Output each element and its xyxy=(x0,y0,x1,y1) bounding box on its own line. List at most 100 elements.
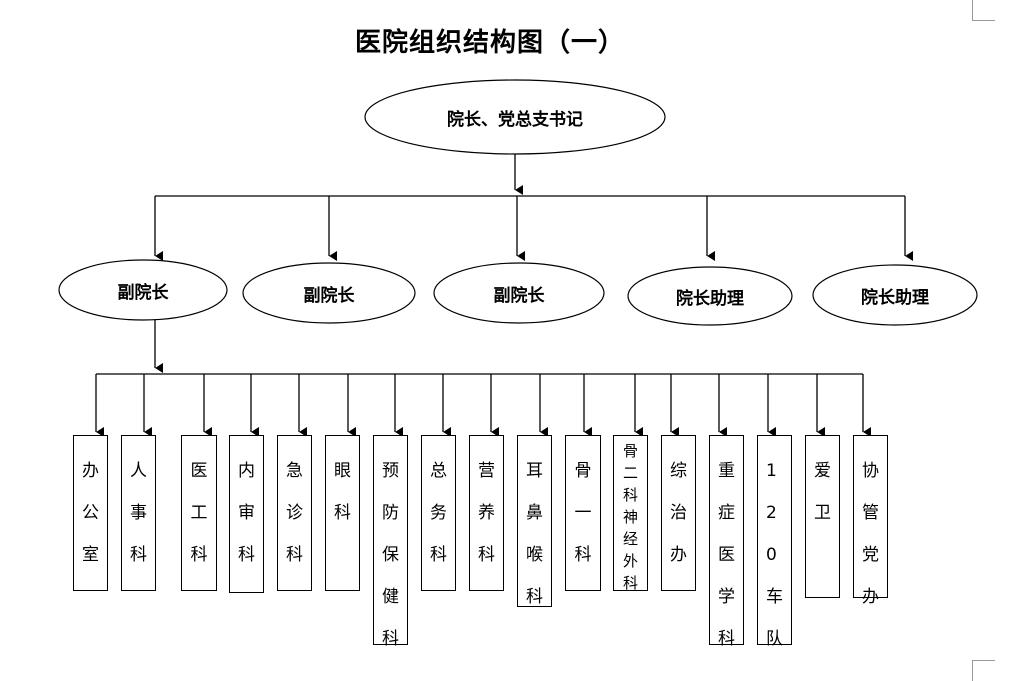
department-char: 症 xyxy=(718,503,735,523)
second-level-node-ellipse-3 xyxy=(433,262,605,324)
department-label-13: 综治办 xyxy=(670,450,687,576)
department-char: 0 xyxy=(766,545,777,565)
department-char: 科 xyxy=(574,545,592,565)
department-char: 车 xyxy=(766,587,783,607)
department-label-6: 眼科 xyxy=(334,450,351,534)
department-char: 科 xyxy=(286,545,303,565)
department-label-11: 骨一科 xyxy=(575,450,592,576)
department-label-17: 协管党办 xyxy=(862,450,879,618)
department-box-13: 综治办 xyxy=(661,435,696,591)
department-char: 喉 xyxy=(526,545,543,565)
department-box-17: 协管党办 xyxy=(853,435,888,607)
department-char: 办 xyxy=(862,587,879,607)
department-char: 科 xyxy=(622,486,638,504)
department-char: 防 xyxy=(382,503,399,523)
department-char: 综 xyxy=(670,461,687,481)
department-label-16: 爱卫 xyxy=(814,450,831,534)
department-char: 2 xyxy=(766,503,777,523)
department-char: 外 xyxy=(622,552,638,570)
department-char: 科 xyxy=(526,587,543,607)
department-box-1: 办公室 xyxy=(73,435,108,591)
department-label-7: 预防保健科 xyxy=(382,450,399,660)
department-char: 神 xyxy=(622,508,638,526)
second-level-node-label-4: 院长助理 xyxy=(676,288,744,309)
department-label-12: 骨二科神经外科 xyxy=(623,440,638,594)
department-char: 务 xyxy=(430,503,447,523)
department-char: 营 xyxy=(478,461,495,481)
department-char: 骨 xyxy=(574,461,592,481)
department-char: 学 xyxy=(718,587,735,607)
department-box-10: 耳鼻喉科 xyxy=(517,435,552,607)
department-char: 人 xyxy=(130,461,147,481)
department-char: 科 xyxy=(238,545,255,565)
department-label-2: 人事科 xyxy=(130,450,147,576)
department-box-11: 骨一科 xyxy=(565,435,601,591)
department-box-2: 人事科 xyxy=(121,435,156,591)
department-char: 预 xyxy=(382,461,399,481)
department-label-9: 营养科 xyxy=(478,450,495,576)
department-char: 公 xyxy=(82,503,99,523)
department-box-14: 重症医学科 xyxy=(709,435,744,649)
department-char: 二 xyxy=(622,464,638,482)
department-char: 总 xyxy=(430,461,447,481)
department-char: 科 xyxy=(382,629,399,649)
top-node-label: 院长、党总支书记 xyxy=(447,109,583,130)
department-char: 事 xyxy=(130,503,147,523)
department-label-3: 医工科 xyxy=(191,450,208,576)
department-char: 工 xyxy=(190,503,208,523)
second-level-node-ellipse-1 xyxy=(58,259,228,321)
department-char: 1 xyxy=(766,461,777,481)
second-level-node-label-1: 副院长 xyxy=(117,282,169,303)
department-char: 医 xyxy=(190,461,208,481)
department-char: 科 xyxy=(622,574,638,592)
second-level-node-ellipse-4 xyxy=(627,266,793,326)
department-box-4: 内审科 xyxy=(229,435,264,593)
department-char: 急 xyxy=(286,461,303,481)
department-char: 室 xyxy=(82,545,99,565)
department-char: 骨 xyxy=(622,442,638,460)
department-char: 耳 xyxy=(526,461,543,481)
second-level-node-label-5: 院长助理 xyxy=(861,287,929,308)
department-label-10: 耳鼻喉科 xyxy=(526,450,543,618)
department-char: 卫 xyxy=(814,503,831,523)
department-char: 协 xyxy=(862,461,879,481)
department-char: 保 xyxy=(382,545,399,565)
department-label-4: 内审科 xyxy=(238,450,255,576)
department-char: 医 xyxy=(718,545,735,565)
department-label-5: 急诊科 xyxy=(286,450,303,576)
department-char: 诊 xyxy=(286,503,303,523)
chart-title: 医院组织结构图（一） xyxy=(354,28,625,58)
department-char: 养 xyxy=(478,503,495,523)
department-box-6: 眼科 xyxy=(325,435,360,591)
department-char: 治 xyxy=(670,503,687,523)
department-label-1: 办公室 xyxy=(82,450,99,576)
top-node-ellipse xyxy=(364,79,666,155)
department-char: 内 xyxy=(238,461,255,481)
department-char: 审 xyxy=(238,503,255,523)
second-level-node-label-3: 副院长 xyxy=(493,285,545,306)
department-char: 经 xyxy=(622,530,638,548)
department-box-5: 急诊科 xyxy=(277,435,312,591)
department-box-9: 营养科 xyxy=(469,435,504,591)
department-box-7: 预防保健科 xyxy=(373,435,408,649)
second-level-node-ellipse-2 xyxy=(242,262,416,324)
department-char: 科 xyxy=(130,545,147,565)
department-char: 重 xyxy=(718,461,735,481)
department-char: 科 xyxy=(334,503,351,523)
department-box-12: 骨二科神经外科 xyxy=(613,435,648,594)
department-char: 健 xyxy=(382,587,399,607)
page-corner-mark-bottom xyxy=(972,660,995,681)
department-char: 办 xyxy=(82,461,99,481)
department-box-16: 爱卫 xyxy=(805,435,840,598)
department-char: 办 xyxy=(670,545,687,565)
department-char: 科 xyxy=(430,545,447,565)
department-char: 管 xyxy=(862,503,879,523)
page-corner-mark-top xyxy=(972,0,995,21)
second-level-node-ellipse-5 xyxy=(812,264,978,326)
second-level-node-label-2: 副院长 xyxy=(303,285,355,306)
department-char: 科 xyxy=(478,545,495,565)
department-char: 党 xyxy=(862,545,879,565)
